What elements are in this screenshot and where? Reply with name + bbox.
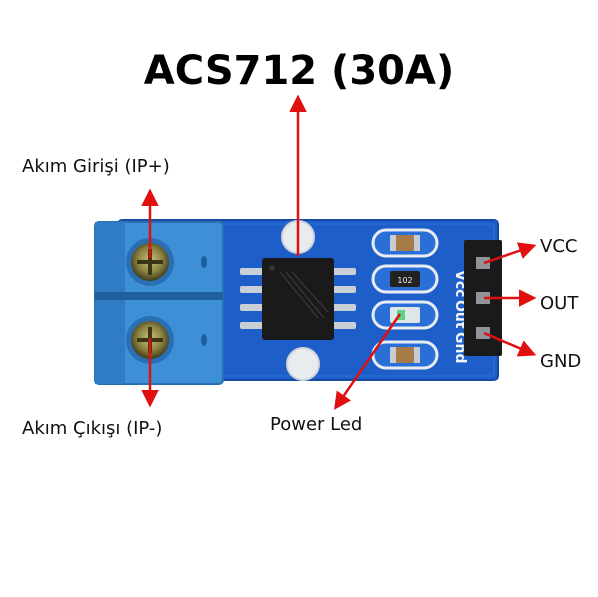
arrow-gnd	[483, 331, 537, 357]
label-vcc: VCC	[540, 236, 578, 257]
resistor-code: 102	[397, 276, 412, 285]
label-current-output: Akım Çıkışı (IP-)	[22, 418, 163, 439]
diagram-title: ACS712 (30A)	[143, 48, 455, 94]
arrow-vcc	[483, 242, 537, 265]
acs712-chip	[240, 258, 356, 340]
arrow-power-led	[334, 313, 402, 410]
smd-components: 102	[371, 228, 439, 370]
pin-header	[464, 240, 502, 356]
screw-terminal	[94, 221, 224, 385]
label-power-led: Power Led	[270, 414, 363, 435]
label-current-input: Akım Girişi (IP+)	[22, 156, 170, 177]
label-out: OUT	[540, 293, 579, 314]
mounting-hole-bottom	[286, 347, 320, 381]
label-gnd: GND	[540, 351, 582, 372]
